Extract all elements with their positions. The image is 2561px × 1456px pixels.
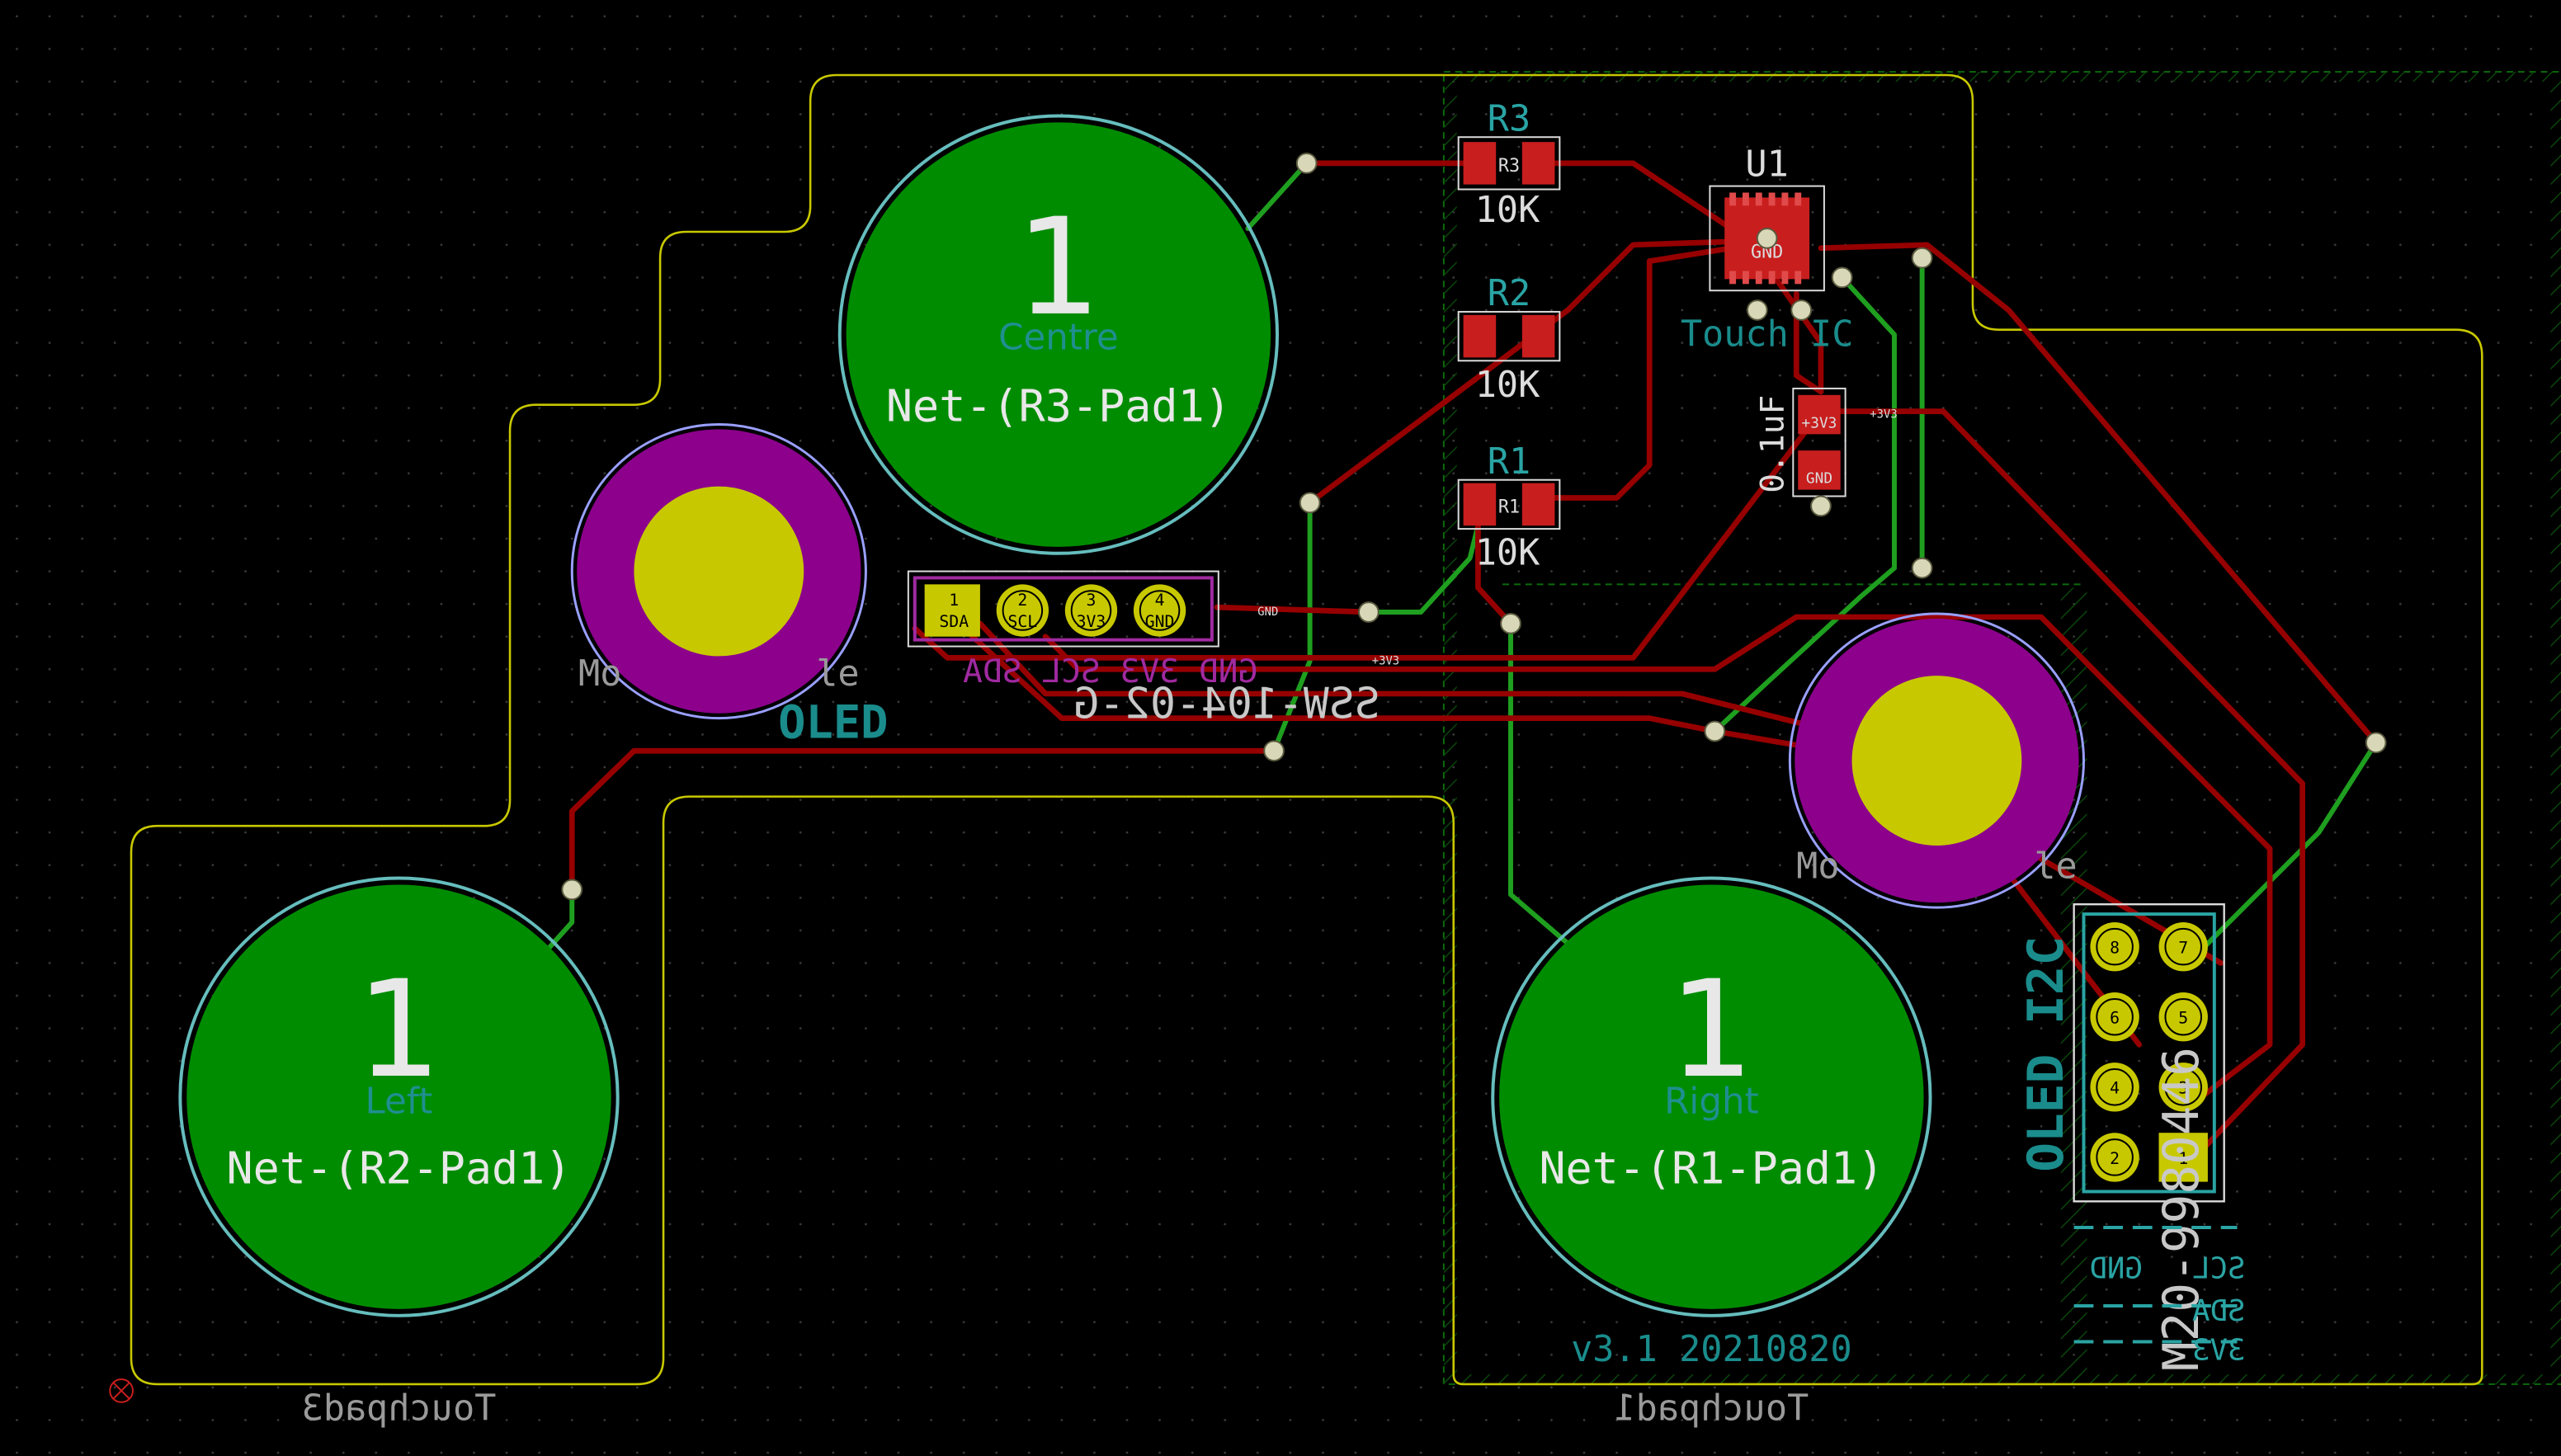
origin-marker-icon bbox=[109, 1378, 134, 1403]
pad-number: 1 bbox=[1016, 190, 1101, 346]
net-3v3: 3V3 bbox=[2192, 1333, 2245, 1367]
net-label-gnd: GND bbox=[1257, 605, 1278, 619]
version-label: v3.1 20210820 bbox=[1571, 1329, 1852, 1370]
net-sda: SDA bbox=[2192, 1294, 2245, 1328]
value-label: 10K bbox=[1475, 533, 1540, 574]
pin-number: 3 bbox=[1087, 591, 1097, 610]
capacitor-c1[interactable]: +3V3 GND 0.1uF bbox=[1753, 387, 1846, 497]
mount-label: Mo le bbox=[1796, 846, 2078, 888]
mounting-hole-left[interactable]: Mo le bbox=[570, 422, 867, 720]
mounting-hole-right[interactable]: Mo le bbox=[1788, 612, 2086, 909]
pin-number: 1 bbox=[2178, 1149, 2188, 1168]
pad-label: R3 bbox=[1498, 156, 1520, 177]
pad-name: Centre bbox=[998, 317, 1119, 358]
pin-number: 8 bbox=[2110, 939, 2120, 958]
pad-number: 1 bbox=[356, 952, 441, 1108]
net-gnd: GND bbox=[2089, 1251, 2142, 1285]
ic-u1[interactable]: U1 GND Touch IC bbox=[1681, 144, 1854, 356]
top-tracks bbox=[568, 160, 2379, 1154]
touch-pad-centre[interactable]: 1 Centre Net-(R3-Pad1) bbox=[837, 114, 1280, 555]
pin-number: 4 bbox=[2110, 1079, 2120, 1098]
part-label: M20-9980446 bbox=[2153, 1047, 2210, 1371]
pin-number: 6 bbox=[2110, 1009, 2120, 1028]
pad-number: 1 bbox=[1669, 952, 1754, 1108]
pin-name: SCL bbox=[1008, 612, 1038, 631]
resistor-r3[interactable]: R3 R3 10K bbox=[1457, 98, 1561, 231]
net-label-3v3: +3V3 bbox=[1870, 408, 1897, 422]
pin-number: 7 bbox=[2178, 939, 2188, 958]
ref-label: R1 bbox=[1488, 441, 1530, 483]
pin1-net: +3V3 bbox=[1802, 414, 1837, 431]
pin-number: 2 bbox=[1017, 591, 1027, 610]
pin-number: 2 bbox=[2110, 1149, 2120, 1168]
pad-net: Net-(R3-Pad1) bbox=[886, 380, 1231, 432]
pad-name: Right bbox=[1664, 1081, 1759, 1122]
board-outline bbox=[130, 73, 2483, 1386]
value-label: 0.1uF bbox=[1753, 395, 1791, 493]
pin-number: 3 bbox=[2178, 1079, 2188, 1098]
pin2-net: GND bbox=[1806, 470, 1832, 488]
net-silk-label: GND 3V3 SCL SDA bbox=[963, 653, 1257, 690]
touch-pad-left[interactable]: 1 Left Net-(R2-Pad1) bbox=[178, 876, 620, 1317]
ref-label: U1 bbox=[1745, 144, 1788, 186]
pad-name: Left bbox=[366, 1081, 433, 1122]
pad-net: Net-(R2-Pad1) bbox=[227, 1143, 572, 1194]
board-label-touchpad3: Touchpad3 bbox=[302, 1388, 497, 1429]
pin-number: 4 bbox=[1155, 591, 1165, 610]
resistor-r1[interactable]: R1 R1 10K bbox=[1457, 441, 1561, 574]
ref-label: OLED I2C bbox=[2017, 936, 2074, 1172]
resistor-r2[interactable]: R2 10K bbox=[1457, 273, 1561, 406]
vias bbox=[561, 153, 2387, 901]
value-label: 10K bbox=[1475, 190, 1540, 231]
pin-name: SDA bbox=[939, 612, 969, 631]
net-label-3v3: +3V3 bbox=[1372, 654, 1399, 667]
touch-pad-right[interactable]: 1 Right Net-(R1-Pad1) bbox=[1491, 876, 1932, 1317]
pin-number: 1 bbox=[949, 591, 959, 610]
oled-label: OLED bbox=[778, 696, 888, 749]
track-net-labels: GND +3V3 +3V3 bbox=[1257, 408, 1897, 668]
value-label: 10K bbox=[1475, 365, 1540, 406]
pin-name: GND bbox=[1145, 612, 1175, 631]
pin-number: 5 bbox=[2178, 1009, 2188, 1028]
pad-net: Net-(R1-Pad1) bbox=[1539, 1143, 1884, 1194]
header-oled-i2c[interactable]: 8 7 6 5 4 3 2 1 OLED I2C M20-9980446 GND… bbox=[2017, 903, 2246, 1371]
net-scl: SCL bbox=[2192, 1251, 2245, 1285]
board-label-touchpad1: Touchpad1 bbox=[1614, 1388, 1809, 1429]
ref-label: R3 bbox=[1488, 98, 1530, 139]
part-silk-label: SSW-104-02-G bbox=[1073, 680, 1380, 729]
pad-label: R1 bbox=[1498, 497, 1520, 517]
value-label: Touch IC bbox=[1681, 313, 1854, 355]
mount-label: Mo le bbox=[578, 653, 860, 695]
pin-name: 3V3 bbox=[1077, 612, 1106, 631]
header-oled-4pin[interactable]: 1 SDA 2 SCL 3 3V3 4 GND SSW-104-02-G GND… bbox=[778, 570, 1380, 750]
ref-label: R2 bbox=[1488, 273, 1530, 314]
